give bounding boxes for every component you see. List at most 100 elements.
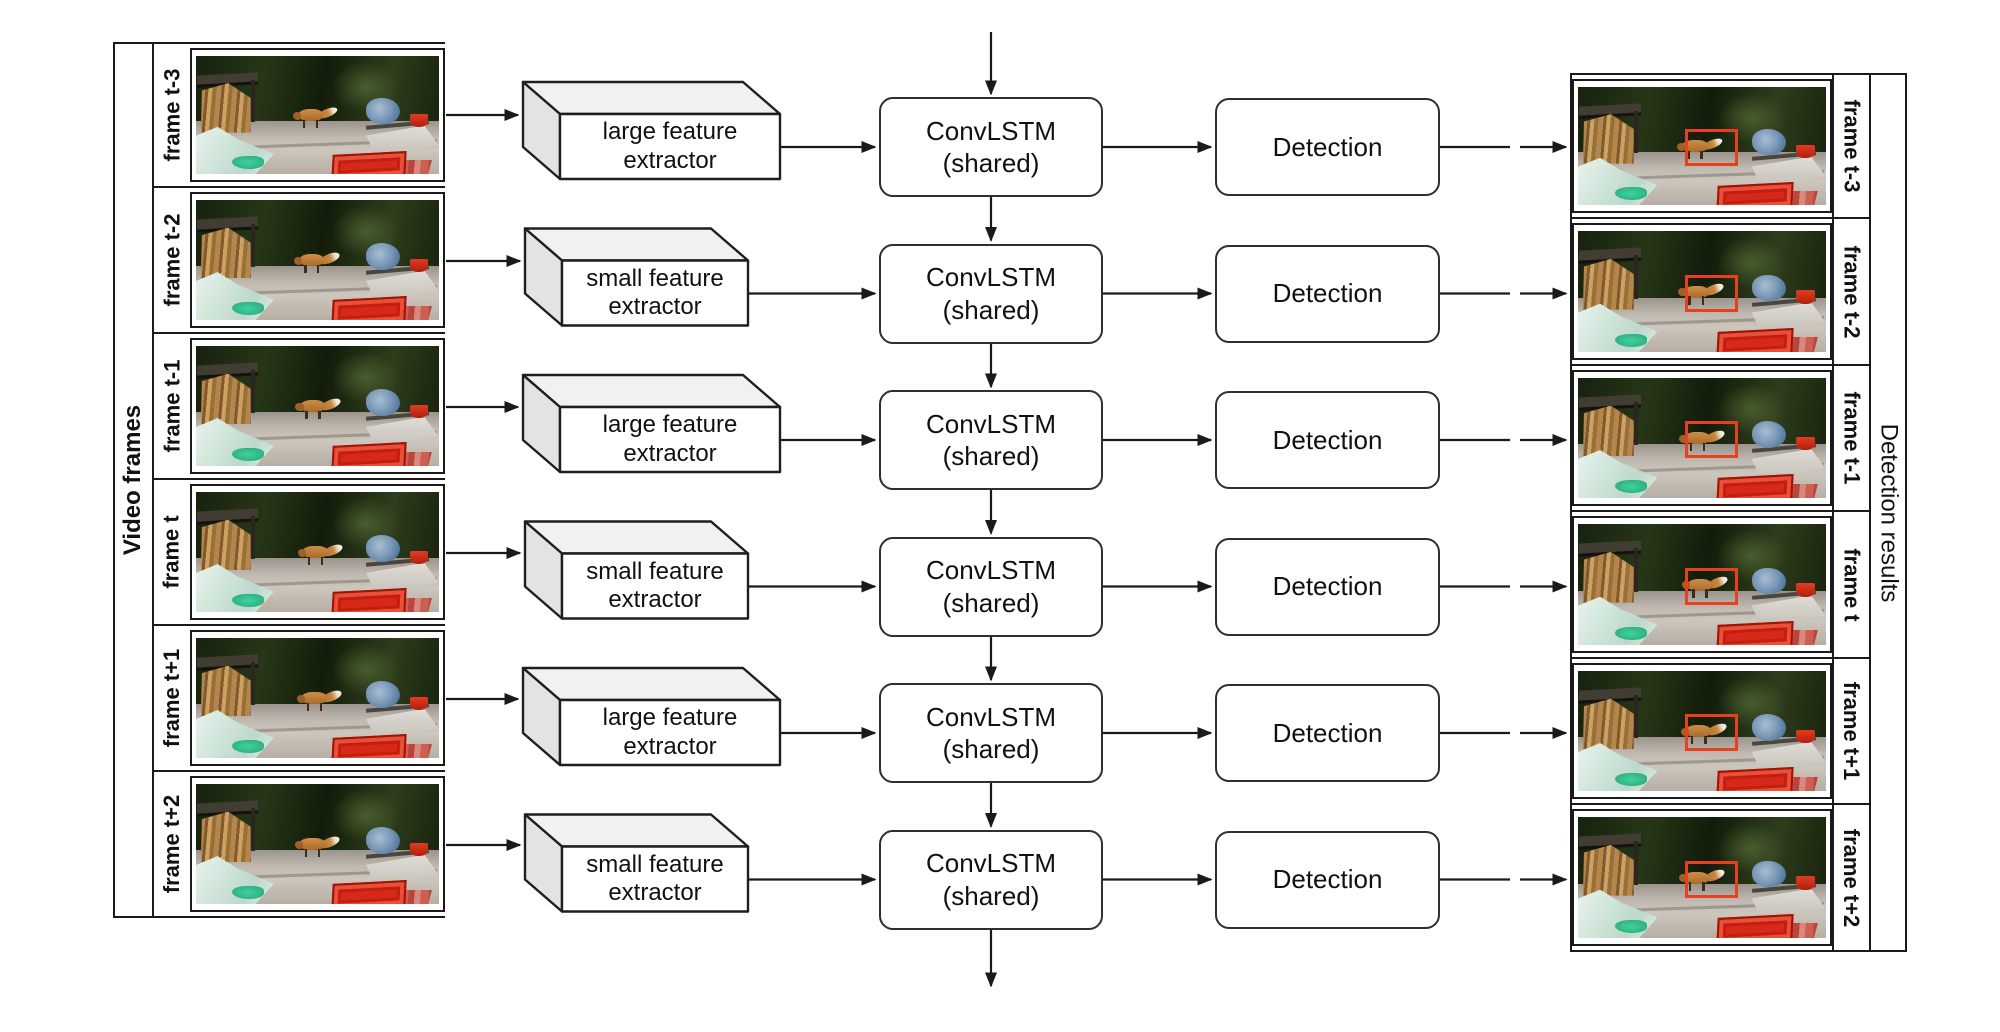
fox-head (295, 402, 304, 411)
fox-body (297, 109, 323, 122)
red-bucket (409, 113, 429, 127)
frame-label-cell: frame t-2 (154, 188, 190, 332)
extractor-box-label-0: large feature extractor (560, 114, 780, 179)
extractor-box-top-face (523, 520, 750, 555)
video-frame-image (190, 776, 445, 912)
frame-row: frame t+1 (1572, 659, 1869, 805)
red-bucket (409, 696, 429, 710)
red-bucket (1796, 436, 1815, 450)
box-label: ConvLSTM (925, 701, 1057, 732)
frame-row: frame t-1 (1572, 366, 1869, 512)
tarp-highlight (232, 740, 265, 754)
box-label: (shared) (942, 734, 1040, 764)
box-label: (shared) (942, 880, 1040, 911)
frame-label: frame t+1 (159, 648, 185, 748)
box-label: small feature extractor (586, 850, 724, 906)
fox-leg (1692, 589, 1695, 598)
frame-label: frame t (159, 515, 185, 589)
shed-post (1633, 841, 1638, 885)
frame-label: frame t-3 (159, 68, 185, 162)
frame-row: frame t-3 (1572, 75, 1869, 219)
fox-leg (1688, 296, 1691, 305)
fox-leg (1689, 442, 1693, 452)
extractor-box-front-face (558, 405, 782, 474)
fox-body (299, 400, 326, 413)
shed-post (250, 79, 255, 123)
extractor-box-label-5: small feature extractor (562, 847, 748, 912)
extractor-box-top-face (521, 666, 782, 702)
video-frames-title: Video frames (119, 404, 147, 556)
pipeline-row-0 (446, 80, 1568, 181)
shed-post (1633, 695, 1638, 739)
fox-body (299, 838, 325, 851)
tarp-highlight (232, 594, 265, 608)
frame-label-cell: frame t+2 (154, 772, 190, 916)
video-frame-image (190, 630, 445, 766)
pipeline-row-3 (446, 520, 1568, 620)
frame-label-cell: frame t+1 (1832, 659, 1869, 803)
video-frames-band: Video frames (115, 44, 154, 916)
frame-label-cell: frame t+2 (1832, 805, 1869, 950)
box-label: (shared) (942, 587, 1040, 618)
fox-leg (319, 702, 322, 712)
frame-label-cell: frame t-1 (1832, 366, 1869, 510)
convlstm-box-2: ConvLSTM(shared) (879, 390, 1103, 490)
detection-result-image (1572, 516, 1832, 653)
frame-label-cell: frame t-1 (154, 334, 190, 478)
yard-scene (1578, 817, 1826, 938)
frame-label: frame t+1 (1839, 681, 1865, 781)
convlstm-box-4: ConvLSTM(shared) (879, 683, 1103, 783)
convlstm-box-1: ConvLSTM(shared) (879, 243, 1103, 344)
tarp-highlight (1615, 919, 1648, 934)
red-tray (331, 588, 408, 612)
fox-body (1682, 285, 1709, 298)
fox-body (1681, 140, 1708, 153)
box-label: Detection (1272, 864, 1383, 895)
fox-leg (1702, 882, 1705, 891)
extractor-box-top-face (523, 813, 750, 848)
frame-label-cell: frame t+1 (154, 626, 190, 770)
red-tray (1716, 914, 1794, 938)
shed-post (250, 370, 255, 414)
red-bucket (409, 258, 429, 272)
detection-results-band: Detection results (1869, 75, 1905, 950)
box-label: Detection (1272, 131, 1383, 162)
blue-bag (1751, 860, 1787, 888)
box-label: Detection (1272, 424, 1383, 455)
red-tray (331, 150, 408, 174)
shed-post (1633, 548, 1638, 592)
detection-box-3: Detection (1215, 537, 1440, 636)
fox-leg (1701, 296, 1705, 305)
blue-bag (366, 243, 401, 270)
red-tray (1716, 767, 1794, 791)
blue-bag (366, 827, 401, 854)
detection-bbox (1684, 860, 1738, 898)
fox-leg (318, 410, 321, 420)
box-label: ConvLSTM (925, 262, 1057, 292)
box-label: ConvLSTM (925, 115, 1057, 146)
shed-post (250, 808, 255, 852)
tarp-highlight (232, 156, 265, 170)
red-tray (331, 734, 408, 758)
pipeline-row-4 (446, 666, 1568, 767)
extractor-box-front-face (560, 845, 750, 913)
fox-leg (303, 119, 306, 128)
extractor-box-top-face (521, 373, 782, 409)
box-label: ConvLSTM (925, 555, 1057, 585)
detection-result-image (1572, 809, 1832, 946)
red-bucket (1796, 729, 1815, 743)
fox-head (296, 694, 305, 703)
detection-bbox (1684, 421, 1738, 459)
yard-scene (1578, 671, 1826, 791)
frame-label: frame t-2 (159, 213, 185, 307)
box-label: Detection (1272, 278, 1383, 309)
box-label: small feature extractor (586, 557, 724, 613)
box-label: large feature extractor (602, 704, 738, 760)
detection-result-image (1572, 223, 1832, 360)
pipeline-row-5 (446, 813, 1568, 913)
video-frame-image (190, 338, 445, 474)
red-tray (331, 442, 408, 466)
fox-leg (1705, 589, 1708, 598)
box-label: (shared) (942, 294, 1040, 325)
red-bucket (409, 550, 429, 564)
